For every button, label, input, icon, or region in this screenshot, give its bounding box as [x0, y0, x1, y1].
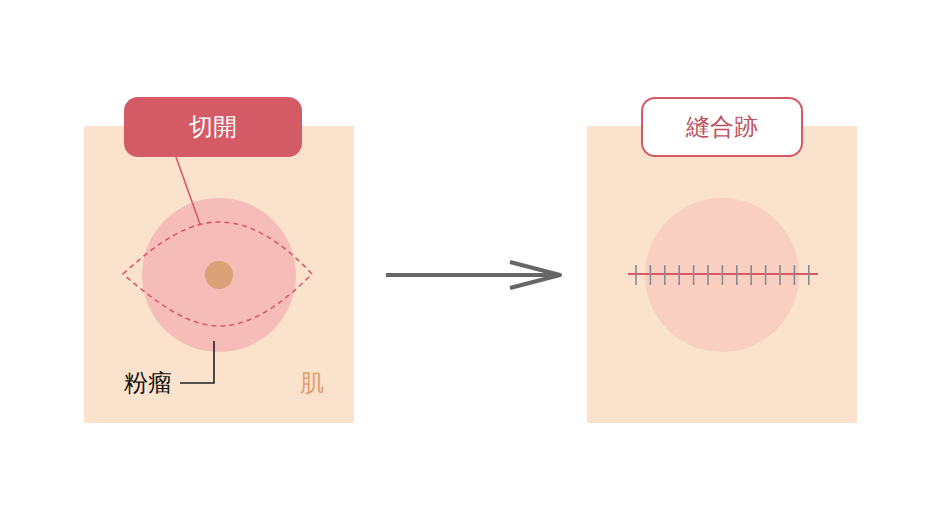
suture-stitches [636, 265, 809, 285]
cyst-core [205, 261, 233, 289]
callout-text: 切開 [189, 113, 237, 142]
callout-text: 縫合跡 [686, 113, 758, 142]
leader-line [180, 341, 214, 383]
callout-box: 切開 [124, 97, 302, 157]
arrow-head [510, 262, 560, 288]
incision-line [123, 222, 312, 326]
region-label: 肌 [300, 369, 324, 398]
skin-panel [587, 126, 857, 423]
skin-panel [84, 126, 354, 423]
part-label: 粉瘤 [124, 369, 172, 398]
callout-box: 縫合跡 [641, 97, 803, 157]
process-arrow [386, 273, 560, 277]
cyst-area [142, 198, 296, 352]
leader-line [176, 157, 200, 224]
